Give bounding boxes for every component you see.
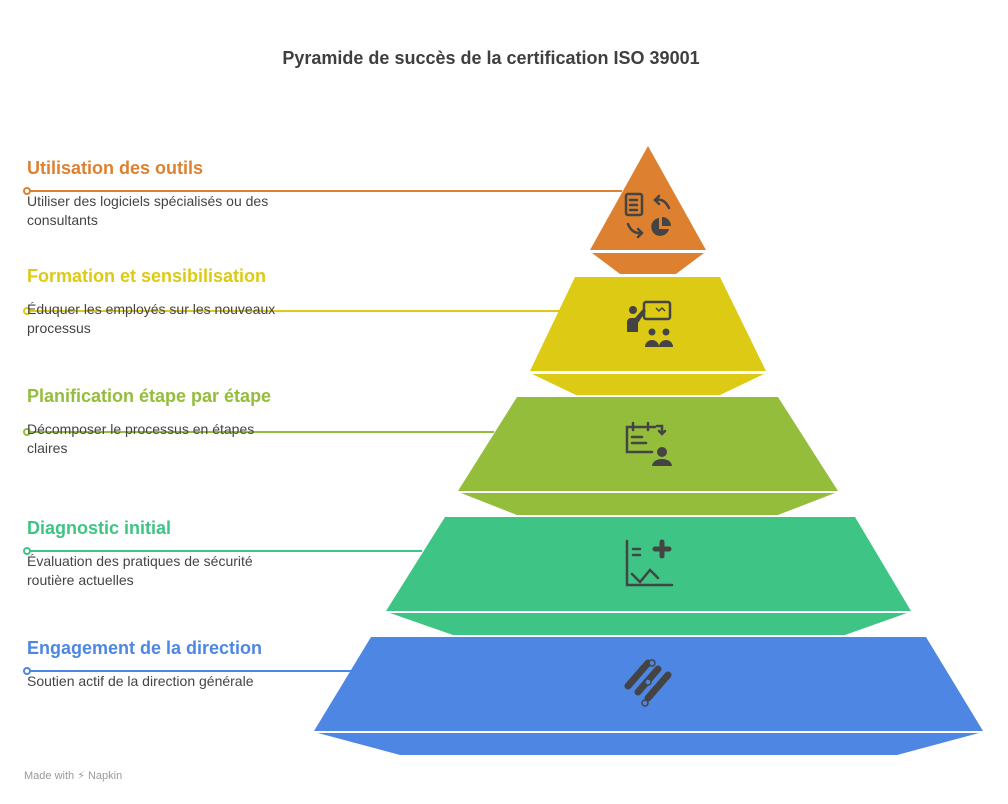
tools-exchange-icon	[624, 192, 671, 239]
commitment-bars-icon	[624, 659, 672, 707]
planning-calendar-person-icon	[625, 421, 672, 466]
tier-2	[530, 277, 766, 395]
level-description: Utiliser des logiciels spécialisés ou de…	[27, 193, 269, 228]
level-label-4: Diagnostic initial Évaluation des pratiq…	[27, 516, 277, 590]
level-heading: Engagement de la direction	[27, 638, 263, 658]
tier-4	[386, 517, 911, 635]
connector-lines	[23, 187, 622, 675]
tier-1	[590, 146, 706, 274]
chart-plus-icon	[625, 539, 674, 587]
level-heading: Diagnostic initial	[27, 518, 172, 538]
level-description: Éduquer les employés sur les nouveaux pr…	[27, 301, 276, 336]
footer-credit: Made with ⚡ Napkin	[24, 770, 123, 782]
level-heading: Formation et sensibilisation	[27, 266, 267, 286]
level-label-1: Utilisation des outils Utiliser des logi…	[27, 156, 277, 230]
tier-3	[458, 397, 838, 515]
level-description: Évaluation des pratiques de sécurité rou…	[27, 553, 253, 588]
level-label-5: Engagement de la direction Soutien actif…	[27, 636, 277, 691]
training-presentation-icon	[627, 300, 673, 347]
level-heading: Utilisation des outils	[27, 158, 204, 178]
level-description: Décomposer le processus en étapes claire…	[27, 421, 255, 456]
level-label-3: Planification étape par étape Décomposer…	[27, 384, 277, 458]
level-description: Soutien actif de la direction générale	[27, 673, 254, 689]
diagram-title: Pyramide de succès de la certification I…	[282, 48, 700, 68]
level-label-2: Formation et sensibilisation Éduquer les…	[27, 264, 277, 338]
level-heading: Planification étape par étape	[27, 386, 272, 406]
